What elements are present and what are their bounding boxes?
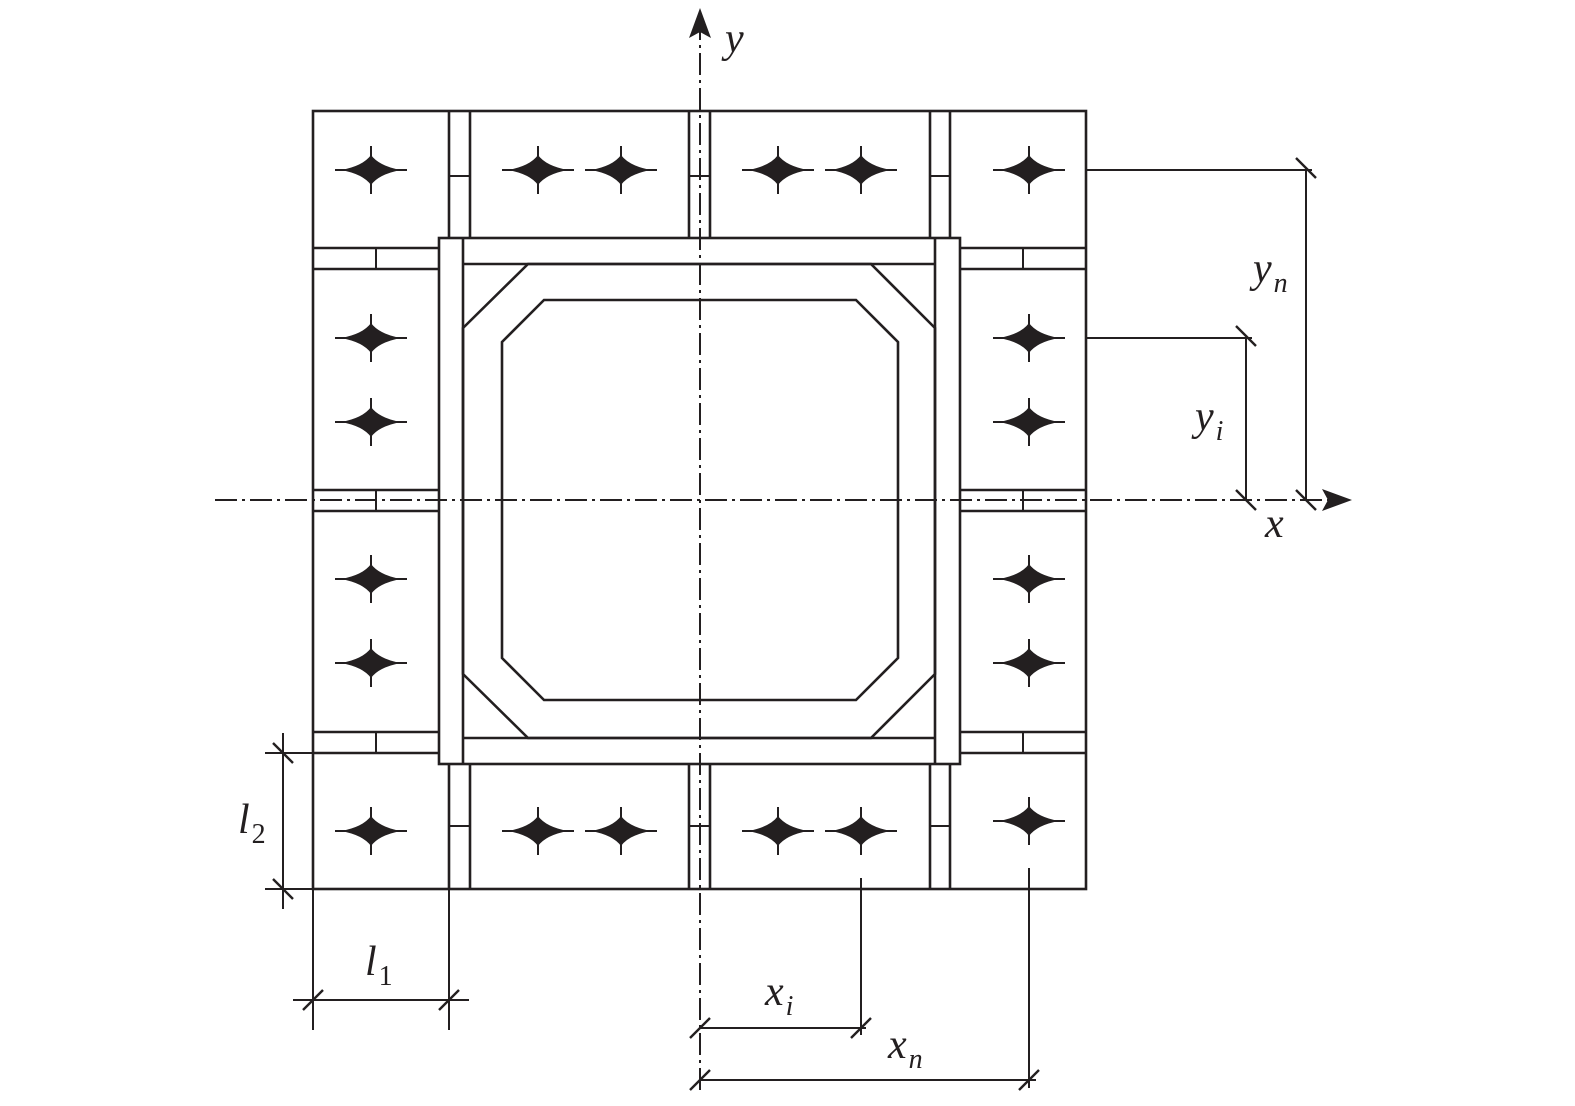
l1-label: l1 bbox=[365, 939, 393, 992]
bolt-symbol bbox=[502, 146, 574, 194]
bolt-symbol bbox=[825, 807, 897, 855]
l2-label: l2 bbox=[238, 797, 266, 850]
x-axis-arrowhead bbox=[1322, 489, 1352, 511]
bolt-symbol bbox=[335, 555, 407, 603]
bolt-symbol bbox=[335, 314, 407, 362]
xi-label: xi bbox=[764, 969, 793, 1022]
bolt-symbol bbox=[993, 398, 1065, 446]
bolt-symbol bbox=[335, 639, 407, 687]
yn-label: yn bbox=[1249, 246, 1288, 299]
bolt-symbol bbox=[825, 146, 897, 194]
bolt-symbol bbox=[993, 639, 1065, 687]
dimension-lines bbox=[265, 157, 1317, 1091]
xn-label: xn bbox=[887, 1022, 923, 1075]
coordinate-axes bbox=[215, 8, 1352, 1090]
bolt-symbol bbox=[742, 146, 814, 194]
bolt-symbol bbox=[993, 314, 1065, 362]
yi-label: yi bbox=[1191, 394, 1223, 447]
bolt-symbol bbox=[993, 555, 1065, 603]
bolt-symbol bbox=[335, 398, 407, 446]
y-axis-arrowhead bbox=[689, 8, 711, 38]
left-plate-dividers bbox=[313, 246, 439, 755]
column-chamfered-outer bbox=[461, 262, 937, 740]
bolt-symbol bbox=[335, 146, 407, 194]
bolt-symbol bbox=[585, 807, 657, 855]
y-axis-label: y bbox=[721, 16, 744, 62]
right-plate-dividers bbox=[960, 246, 1086, 755]
x-axis-label: x bbox=[1264, 501, 1284, 547]
bolt-symbol bbox=[993, 797, 1065, 845]
bolt-symbol bbox=[585, 146, 657, 194]
bolt-symbol bbox=[502, 807, 574, 855]
bolt-symbol bbox=[335, 807, 407, 855]
bolt-symbol bbox=[993, 146, 1065, 194]
top-plate-dividers bbox=[447, 111, 952, 238]
bolt-group bbox=[335, 146, 1065, 855]
bolt-symbol bbox=[742, 807, 814, 855]
column-chamfered-inner bbox=[500, 298, 900, 702]
labels: y x yn yi xi xn l1 l2 bbox=[238, 16, 1288, 1075]
bottom-plate-dividers bbox=[447, 764, 952, 889]
